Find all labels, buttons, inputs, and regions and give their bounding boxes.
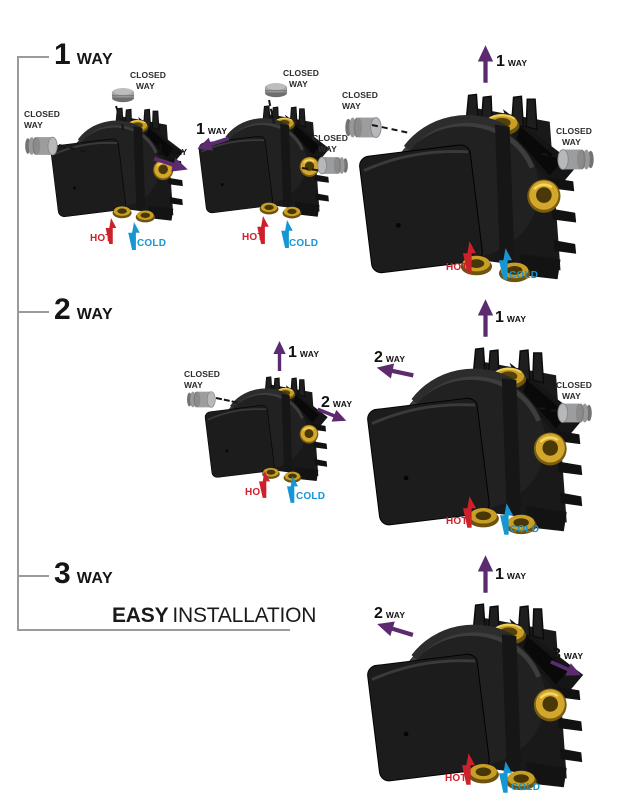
closed-way-plug-side-icon: [557, 400, 593, 426]
hot-label: HOT: [446, 516, 468, 527]
closed-way-plug-side-icon: [186, 389, 216, 410]
closed-way-plug-side-icon: [344, 114, 382, 141]
way-1-arrow-icon: [272, 341, 287, 371]
tagline-regular: INSTALLATION: [172, 604, 317, 627]
hot-label: HOT: [445, 773, 467, 784]
closed-way-plug-side-icon: [317, 154, 349, 177]
hot-label: HOT: [242, 232, 264, 243]
closed-way-label: CLOSED WAY: [342, 90, 379, 112]
heading-word: WAY: [76, 570, 114, 587]
cold-label: COLD: [289, 238, 319, 249]
bracket-bottom-line: [17, 629, 290, 631]
cold-label: COLD: [510, 524, 540, 535]
section-heading-3-way: 3 WAY: [54, 559, 113, 589]
closed-way-label: CLOSED WAY: [556, 126, 593, 148]
bracket-tick-2way: [17, 311, 49, 313]
closed-way-plug-side-icon: [24, 134, 58, 158]
heading-word: WAY: [76, 306, 114, 323]
closed-way-label: CLOSED WAY: [184, 369, 221, 391]
heading-number: 3: [54, 557, 71, 590]
cold-label: COLD: [137, 238, 167, 249]
bracket-tick-1way: [17, 56, 49, 58]
cold-label: COLD: [296, 491, 326, 502]
way-1-arrow-icon: [477, 299, 494, 337]
tagline-bold: EASY: [112, 604, 169, 627]
closed-way-label: CLOSED WAY: [24, 109, 61, 131]
closed-way-label: CLOSED WAY: [130, 70, 167, 92]
closed-way-label: CLOSED WAY: [312, 133, 349, 155]
way-1-arrow-icon: [477, 44, 494, 84]
section-heading-1-way: 1 WAY: [54, 40, 113, 70]
heading-number: 2: [54, 293, 71, 326]
valve-body-illustration: [204, 362, 334, 486]
bracket-tick-3way: [17, 575, 49, 577]
closed-way-plug-side-icon: [557, 146, 595, 173]
closed-way-label: CLOSED WAY: [283, 68, 320, 90]
section-heading-2-way: 2 WAY: [54, 295, 113, 325]
way-1-arrow-icon: [477, 555, 494, 593]
hot-label: HOT: [446, 262, 468, 273]
hot-label: HOT: [90, 233, 112, 244]
cold-label: COLD: [511, 782, 541, 793]
bracket-vertical-line: [17, 57, 19, 631]
heading-number: 1: [54, 38, 71, 71]
valve-body-illustration: [198, 90, 336, 222]
cold-label: COLD: [509, 270, 539, 281]
closed-way-label: CLOSED WAY: [556, 380, 593, 402]
heading-word: WAY: [76, 51, 114, 68]
hot-label: HOT: [245, 487, 267, 498]
